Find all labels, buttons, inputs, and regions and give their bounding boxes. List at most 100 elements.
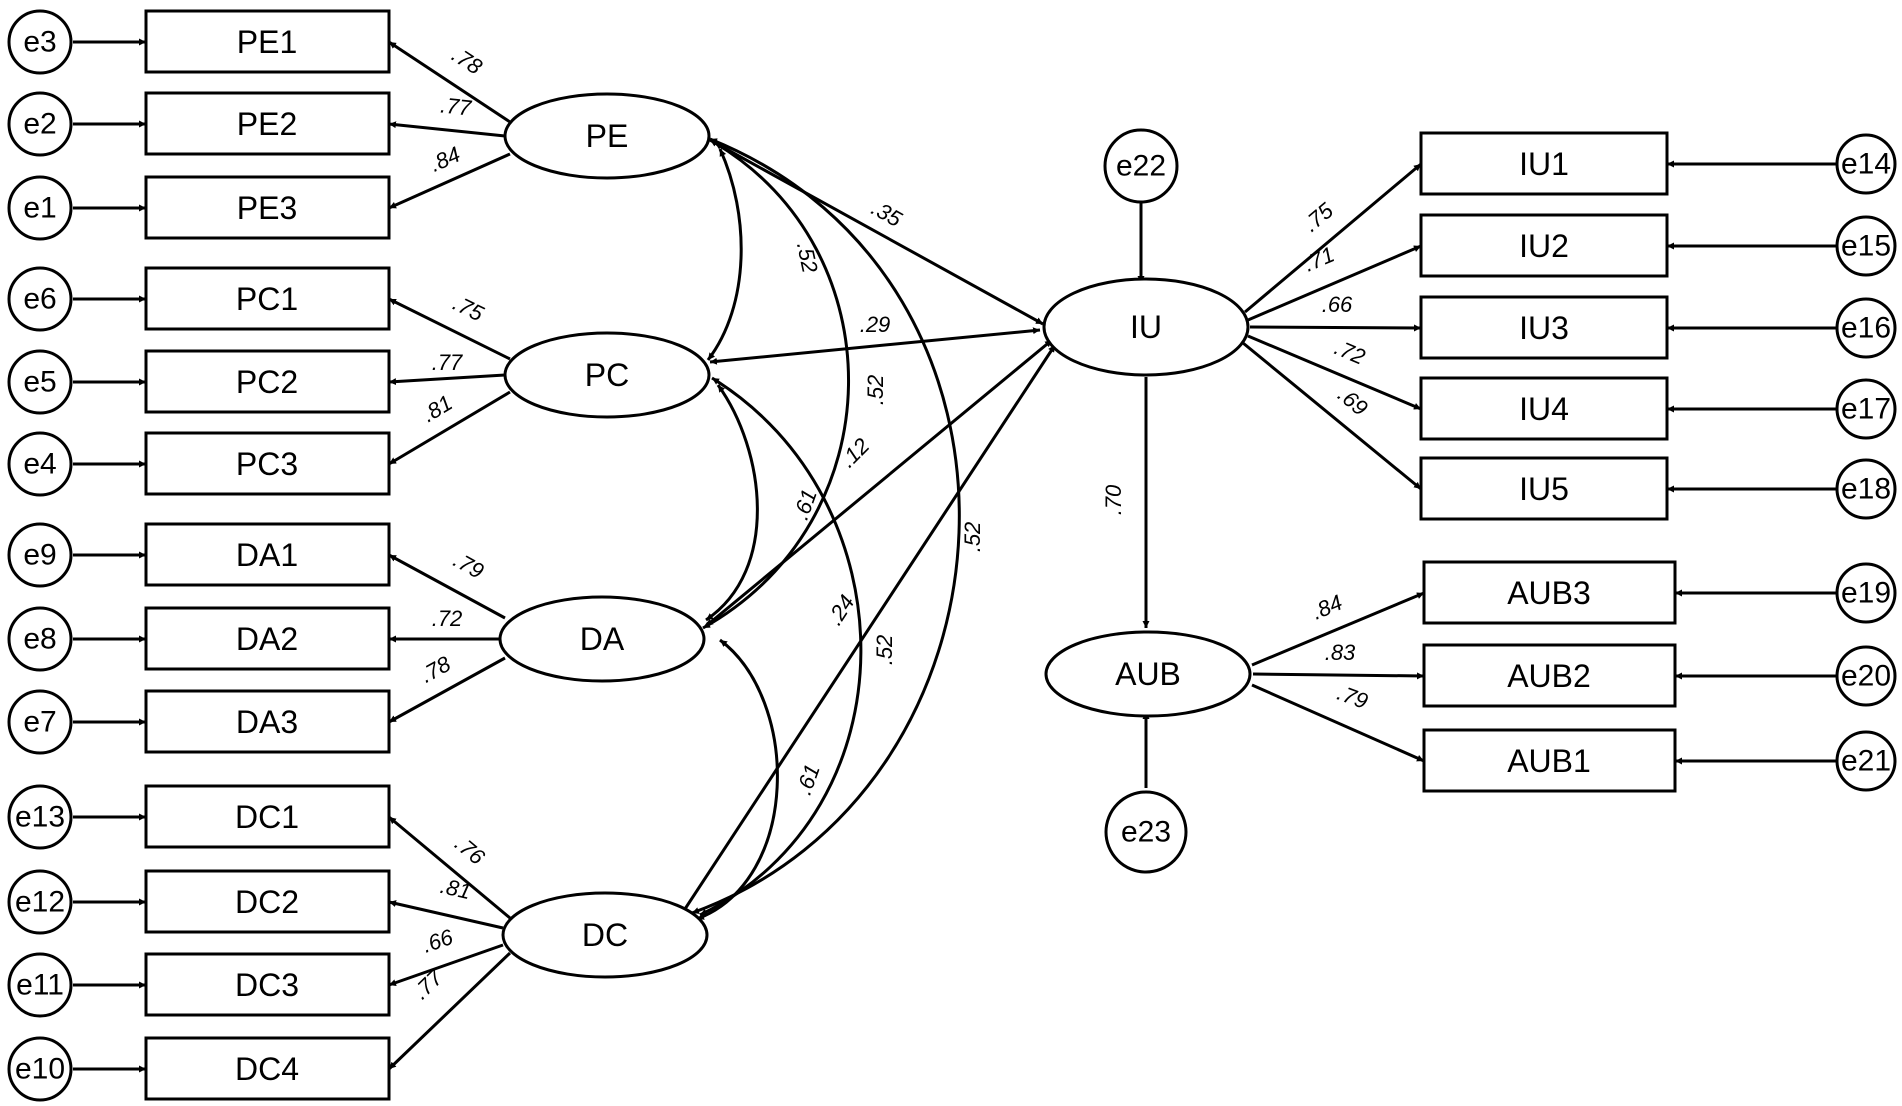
- error-label: e8: [23, 623, 56, 656]
- loading-arrow-dc-dc4: [387, 951, 512, 1071]
- latent-label: PE: [586, 118, 629, 154]
- error-label: e7: [23, 706, 56, 739]
- error-label: e14: [1841, 148, 1891, 181]
- latent-node-aub: AUB: [1044, 630, 1252, 718]
- loading-label-dc3: .66: [419, 924, 457, 958]
- indicator-label: DA3: [236, 704, 298, 740]
- indicator-boxes-left: PE1 PE2 PE3 PC1 PC2 PC3 DA1 DA2 DA3 DC1 …: [144, 9, 391, 1101]
- coefficient-labels: .78 .77 .84 .75 .77 .81 .79 .72 .78 .76 …: [408, 42, 1372, 1004]
- loading-label-da3: .78: [416, 651, 456, 688]
- indicator-label: DC1: [235, 799, 299, 835]
- error-label: e15: [1841, 230, 1891, 263]
- indicator-box-da3: DA3: [144, 689, 391, 754]
- loading-label-aub3: .84: [1308, 590, 1346, 625]
- indicator-box-iu2: IU2: [1419, 213, 1669, 278]
- connectors: [73, 38, 1838, 1073]
- indicator-label: AUB2: [1507, 658, 1591, 694]
- latent-node-pc: PC: [503, 331, 711, 419]
- correlation-label-da-dc: .61: [791, 761, 825, 798]
- error-node-e18: e18: [1835, 458, 1897, 520]
- correlation-label-pe-pc: .52: [792, 240, 823, 275]
- loading-arrow-iu-iu5: [1242, 341, 1422, 491]
- error-node-e11: e11: [7, 952, 73, 1018]
- path-label-pe-iu: .35: [867, 195, 907, 232]
- error-node-e15: e15: [1835, 215, 1897, 277]
- loading-label-da1: .79: [449, 547, 488, 584]
- correlation-label-pe-dc: .52: [960, 522, 985, 553]
- loading-label-iu4: .72: [1331, 335, 1369, 370]
- error-label: e11: [16, 969, 64, 1002]
- loading-label-pe1: .78: [447, 42, 487, 80]
- indicator-boxes-right: IU1 IU2 IU3 IU4 IU5 AUB3 AUB2 AUB1: [1419, 131, 1677, 793]
- loading-label-pc3: .81: [418, 390, 457, 427]
- loading-arrow-dc-dc3: [388, 943, 504, 987]
- error-node-e14: e14: [1835, 133, 1897, 195]
- indicator-box-iu1: IU1: [1419, 131, 1669, 196]
- error-node-e2: e2: [7, 91, 73, 157]
- loading-label-iu1: .75: [1298, 197, 1338, 236]
- indicator-label: PC1: [236, 281, 298, 317]
- latent-label: PC: [585, 357, 629, 393]
- loading-label-aub1: .79: [1334, 680, 1371, 714]
- loading-arrow-dc-dc1: [388, 815, 511, 920]
- loading-arrow-pe-pe3: [388, 152, 511, 210]
- error-label: e6: [23, 283, 56, 316]
- loading-arrow-iu-iu2: [1247, 244, 1422, 322]
- loading-label-dc1: .76: [450, 831, 490, 870]
- latent-label: AUB: [1115, 656, 1181, 692]
- error-node-e21: e21: [1835, 730, 1897, 792]
- latent-node-pe: PE: [503, 92, 711, 180]
- indicator-box-dc4: DC4: [144, 1036, 391, 1101]
- loading-label-iu3: .66: [1322, 292, 1353, 317]
- indicator-label: AUB3: [1507, 575, 1591, 611]
- error-node-e17: e17: [1835, 378, 1897, 440]
- error-node-e13: e13: [7, 784, 73, 850]
- error-label: e10: [15, 1053, 65, 1086]
- indicator-label: PC2: [236, 364, 298, 400]
- loading-label-dc4: .77: [408, 964, 448, 1004]
- indicator-box-aub3: AUB3: [1422, 560, 1677, 625]
- latent-nodes: PE PC DA DC IU AUB: [498, 92, 1252, 979]
- loading-arrow-iu-iu3: [1249, 324, 1422, 332]
- latent-label: DA: [580, 621, 625, 657]
- indicator-label: DC3: [235, 967, 299, 1003]
- loading-arrow-da-da3: [388, 656, 506, 724]
- loading-arrow-pc-pc2: [388, 373, 506, 386]
- indicator-label: PE2: [237, 106, 297, 142]
- error-label: e2: [23, 108, 56, 141]
- covariance-curve-pe-da: [702, 141, 850, 630]
- loading-label-pe3: .84: [426, 142, 464, 177]
- loading-arrow-da-da1: [388, 553, 506, 620]
- loading-arrow-pc-pc3: [388, 390, 511, 466]
- covariance-curve-pc-da: [705, 384, 759, 622]
- indicator-label: IU1: [1519, 146, 1569, 182]
- loading-arrow-pc-pc1: [388, 297, 511, 361]
- path-arrow-da-iu: [705, 338, 1053, 628]
- indicator-box-aub1: AUB1: [1422, 728, 1677, 793]
- error-node-e10: e10: [7, 1036, 73, 1102]
- error-label: e20: [1841, 660, 1891, 693]
- covariance-curve-pc-dc: [699, 376, 863, 917]
- error-label: e5: [23, 366, 56, 399]
- error-node-e3: e3: [7, 9, 73, 75]
- error-node-e7: e7: [7, 689, 73, 755]
- error-node-e9: e9: [7, 522, 73, 588]
- correlation-label-pc-da: .61: [788, 486, 822, 523]
- loading-label-iu2: .71: [1300, 242, 1338, 277]
- loading-arrow-aub-aub2: [1252, 672, 1425, 680]
- error-node-e12: e12: [7, 869, 73, 935]
- latent-label: DC: [582, 917, 628, 953]
- indicator-box-iu5: IU5: [1419, 456, 1669, 521]
- loading-arrow-pe-pe2: [388, 121, 506, 138]
- error-label: e13: [15, 801, 65, 834]
- indicator-box-dc1: DC1: [144, 784, 391, 849]
- error-node-e22: e22: [1103, 128, 1179, 204]
- indicator-label: PE1: [237, 24, 297, 60]
- loading-arrow-pe-pe1: [388, 40, 511, 124]
- path-label-dc-iu: .24: [822, 590, 860, 629]
- loading-label-dc2: .81: [438, 873, 473, 904]
- path-arrow-pe-iu: [709, 138, 1044, 326]
- indicator-box-pe1: PE1: [144, 9, 391, 74]
- loading-arrow-aub-aub1: [1251, 683, 1425, 763]
- error-node-e1: e1: [7, 175, 73, 241]
